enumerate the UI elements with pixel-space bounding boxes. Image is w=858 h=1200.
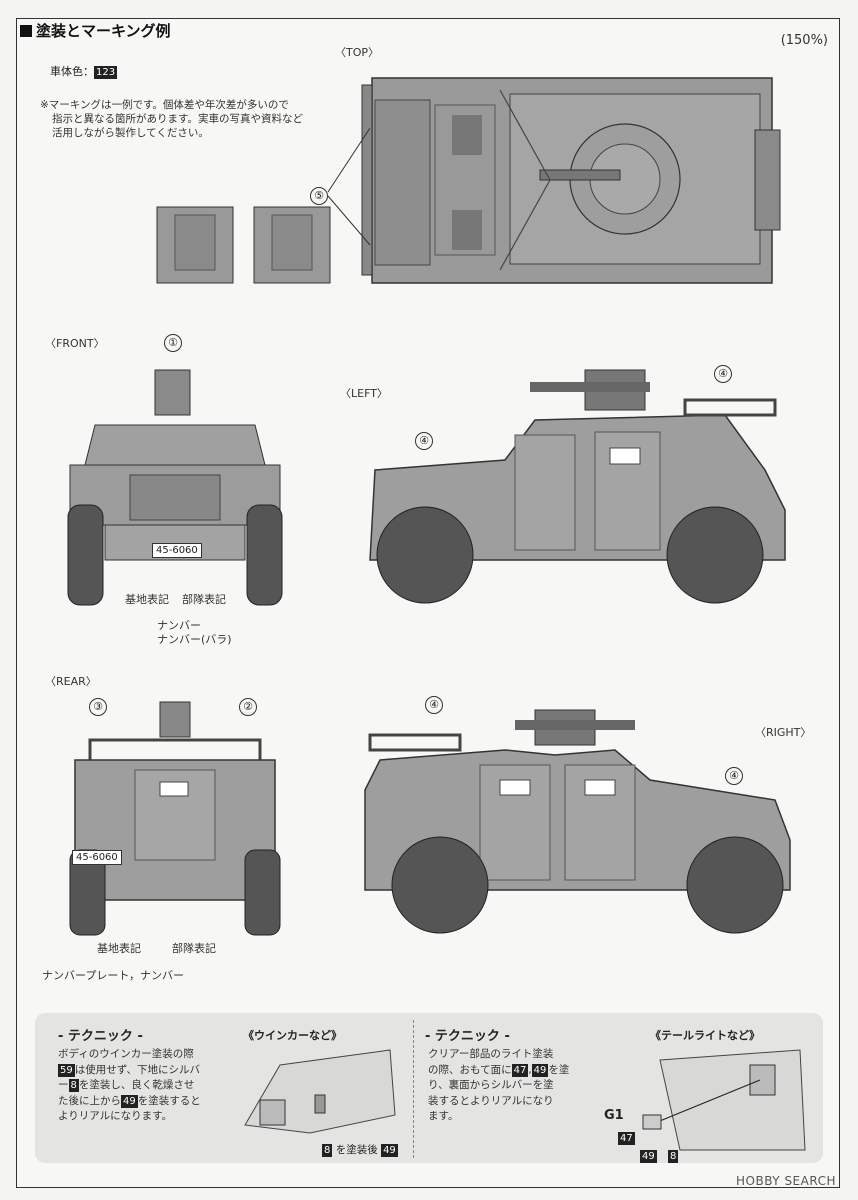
label-base-rear: 基地表記 — [97, 942, 141, 955]
scale-label: (150%) — [780, 33, 828, 48]
front-plate: 45-6060 — [152, 543, 202, 558]
tech1-caption: 8 を塗装後 49 — [322, 1144, 398, 1157]
marker-4-right-front: ④ — [725, 767, 743, 785]
tech1-heading: - テクニック - — [58, 1029, 143, 1044]
top-view-drawing — [361, 77, 781, 284]
view-label-rear: 〈REAR〉 — [45, 675, 97, 688]
view-label-top: 〈TOP〉 — [335, 46, 380, 59]
view-label-left: 〈LEFT〉 — [340, 387, 388, 400]
front-view-drawing — [67, 369, 283, 606]
detail-view-b — [253, 206, 331, 284]
detail-view-a — [156, 206, 234, 284]
turn-signal-detail — [244, 1049, 396, 1134]
leader-lines-top — [327, 127, 371, 246]
marker-1-front: ① — [164, 334, 182, 352]
color-47: 47 — [618, 1132, 635, 1145]
watermark: HOBBY SEARCH — [736, 1174, 836, 1188]
tech2-heading: - テクニック - — [425, 1029, 510, 1044]
technique-divider — [413, 1020, 414, 1158]
label-unit-rear: 部隊表記 — [172, 942, 216, 955]
part-g1: G1 — [604, 1108, 624, 1123]
body-color: 車体色：123 — [50, 65, 118, 79]
marker-4-left-rear: ④ — [714, 365, 732, 383]
color-49: 49 — [640, 1150, 657, 1163]
view-label-front: 〈FRONT〉 — [45, 337, 105, 350]
color-8: 8 — [668, 1150, 679, 1163]
marker-2-rear: ② — [239, 698, 257, 716]
right-view-drawing — [364, 709, 791, 934]
rear-view-drawing — [69, 701, 281, 936]
label-unit-front: 部隊表記 — [182, 593, 226, 606]
marker-3-rear: ③ — [89, 698, 107, 716]
left-view-drawing — [369, 369, 786, 604]
marking-note: ※マーキングは一例です。個体差や年次差が多いので指示と異なる箇所があります。実車… — [40, 99, 303, 139]
tech2-subtitle: 《テールライトなど》 — [650, 1029, 760, 1042]
label-plate-rear: ナンバープレート，ナンバー — [42, 969, 185, 982]
tail-light-detail — [642, 1049, 806, 1151]
view-label-right: 〈RIGHT〉 — [755, 726, 812, 739]
marker-4-left-front: ④ — [415, 432, 433, 450]
label-base-front: 基地表記 — [125, 593, 169, 606]
label-number: ナンバー — [157, 619, 201, 632]
marker-5-top: ⑤ — [310, 187, 328, 205]
tech1-subtitle: 《ウインカーなど》 — [243, 1029, 342, 1042]
page-title: 塗装とマーキング例 — [20, 20, 171, 41]
marker-4-right-rear: ④ — [425, 696, 443, 714]
label-number-loose: ナンバー(バラ) — [157, 633, 232, 646]
rear-plate: 45-6060 — [72, 850, 122, 865]
